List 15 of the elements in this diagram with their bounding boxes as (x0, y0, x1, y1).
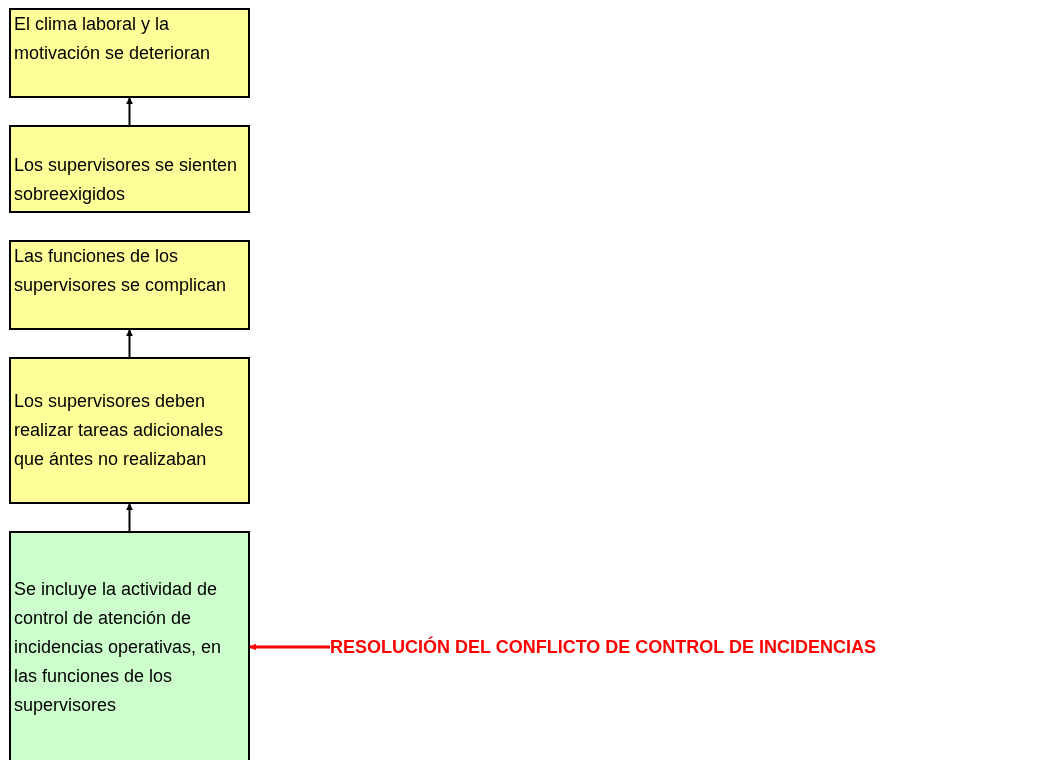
box-text: Se incluye la actividad de control de atención de incidencias operativas, en las funciones de los supervisores (14, 577, 223, 717)
arrow (126, 503, 133, 532)
box-text: El clima laboral y la motivación se deterioran (14, 13, 212, 65)
box-text: Los supervisores se sienten sobreexigidos (14, 154, 239, 206)
arrow (126, 329, 133, 358)
process-box (9, 240, 250, 330)
box-text: Los supervisores deben realizar tareas adicionales que ántes no realizaban (14, 390, 225, 471)
process-box (9, 8, 250, 98)
process-box (9, 531, 250, 760)
annotation-text: RESOLUCIÓN DEL CONFLICTO DE CONTROL DE INCIDENCIAS (330, 635, 878, 659)
arrow (249, 643, 330, 651)
arrow (126, 97, 133, 126)
process-box (9, 125, 250, 213)
process-box (9, 357, 250, 504)
box-text: Las funciones de los supervisores se complican (14, 245, 228, 297)
